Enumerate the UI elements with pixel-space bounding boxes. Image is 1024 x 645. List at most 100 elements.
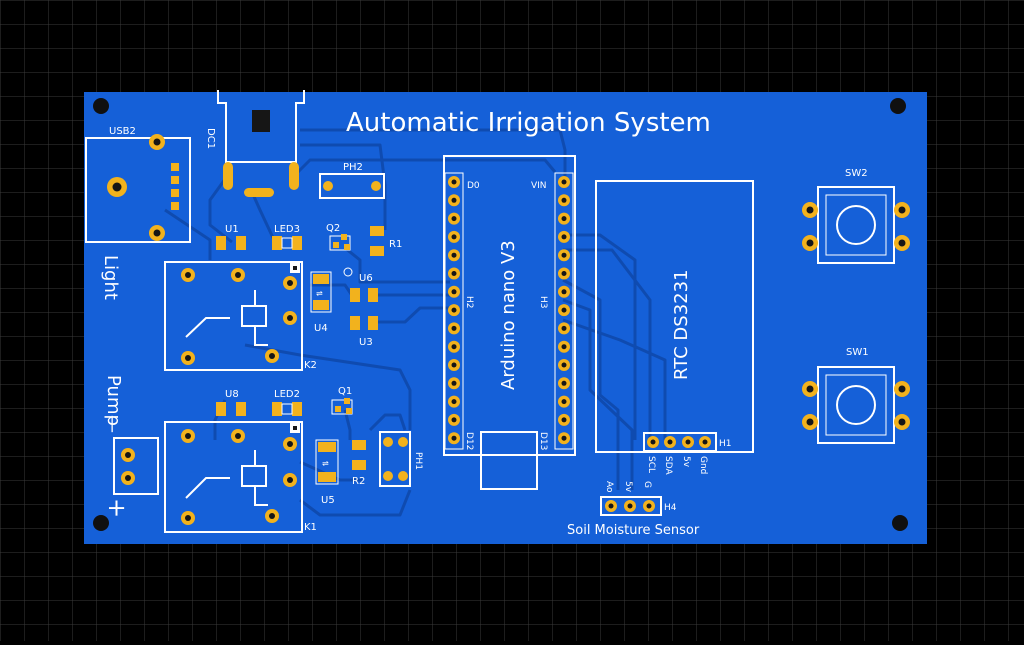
mounting-hole-top-left	[93, 98, 109, 114]
h3-label: H3	[538, 296, 548, 309]
arduino-right-pin-hole	[561, 307, 567, 313]
arduino-right-pin-hole	[561, 234, 567, 240]
q2-transistor: Q2	[326, 223, 351, 251]
led2-label: LED2	[274, 389, 300, 400]
arduino-left-pin-hole	[451, 307, 457, 313]
pump-terminal-block	[113, 437, 159, 495]
arduino-left-pin-hole	[451, 216, 457, 222]
arduino-left-pin-hole	[451, 417, 457, 423]
k1-relay: K1	[164, 421, 317, 533]
copper-traces	[164, 128, 667, 517]
board-title: Automatic Irrigation System	[346, 108, 711, 138]
u1-resistor: U1	[216, 224, 246, 250]
arduino-left-pin-hole	[451, 289, 457, 295]
rtc-label: RTC DS3231	[671, 269, 692, 380]
u6-label: U6	[359, 273, 373, 284]
mounting-hole-top-right	[890, 98, 906, 114]
arduino-left-pin-hole	[451, 325, 457, 331]
arduino-left-pin-hole	[451, 271, 457, 276]
u6-resistor: U6	[343, 267, 378, 302]
q1-label: Q1	[338, 386, 352, 397]
arduino-right-pin-hole	[561, 380, 567, 386]
arduino-nano: D0 VIN D12 D13 H2 H3 Arduino nano V3	[443, 155, 576, 490]
pump-label: Pump	[103, 375, 124, 426]
arduino-d0-label: D0	[467, 181, 480, 191]
soil-sensor-label: Soil Moisture Sensor	[567, 523, 700, 538]
r2-resistor: R2	[352, 440, 366, 487]
u8-resistor: U8	[216, 389, 246, 416]
r1-label: R1	[389, 239, 402, 250]
u3-resistor: U3	[350, 316, 378, 348]
light-label: Light	[100, 255, 121, 300]
dc1-label: DC1	[205, 128, 216, 149]
r1-resistor: R1	[370, 226, 402, 256]
q2-label: Q2	[326, 223, 340, 234]
ph2-label: PH2	[343, 162, 363, 173]
arduino-left-pin-row	[448, 176, 460, 445]
h4-pin-g: G	[642, 481, 652, 488]
arduino-right-pin-hole	[561, 216, 567, 222]
led3-label: LED3	[274, 224, 300, 235]
arduino-right-pin-hole	[561, 197, 567, 203]
arduino-right-pin-hole	[561, 179, 567, 185]
u4-label: U4	[314, 323, 328, 334]
arduino-right-pin-hole	[561, 289, 567, 295]
led2: LED2	[272, 389, 302, 416]
arduino-left-pin-hole	[451, 362, 457, 368]
arduino-left-pin-hole	[451, 234, 457, 240]
arduino-left-pin-hole	[451, 380, 457, 386]
h1-pin-5v: 5v	[681, 456, 691, 468]
u1-label: U1	[225, 224, 239, 235]
r2-label: R2	[352, 476, 365, 487]
arduino-right-pin-hole	[561, 435, 567, 441]
sw1-button: SW1	[802, 347, 910, 444]
arduino-left-pin-hole	[451, 179, 457, 185]
pump-minus-label: —	[102, 415, 123, 433]
dc1-jack: DC1	[205, 90, 305, 197]
arduino-right-pin-hole	[561, 271, 567, 276]
usb2-connector: USB2	[85, 126, 191, 243]
sw2-label: SW2	[845, 168, 868, 179]
arduino-right-pin-hole	[561, 325, 567, 331]
arduino-right-pin-hole	[561, 344, 567, 350]
arduino-right-pin-hole	[561, 417, 567, 423]
mounting-hole-bottom-left	[93, 515, 109, 531]
svg-text:⇌: ⇌	[322, 459, 329, 468]
arduino-left-pin-hole	[451, 344, 457, 350]
u3-label: U3	[359, 337, 373, 348]
h2-label: H2	[464, 296, 474, 309]
usb2-label: USB2	[109, 126, 136, 137]
ph1-optocoupler: PH1	[379, 431, 423, 487]
arduino-label: Arduino nano V3	[498, 240, 519, 390]
u5-label: U5	[321, 495, 335, 506]
h1-pin-scl: SCL	[646, 456, 656, 473]
ph2-optocoupler: PH2	[319, 162, 385, 199]
h4-pin-ao: Ao	[604, 481, 614, 493]
mounting-hole-bottom-right	[892, 515, 908, 531]
h1-label: H1	[719, 439, 732, 449]
u8-label: U8	[225, 389, 239, 400]
arduino-d13-label: D13	[538, 432, 548, 450]
arduino-left-pin-hole	[451, 197, 457, 203]
h4-pin-5v: 5v	[623, 481, 633, 493]
k1-label: K1	[304, 522, 317, 533]
ph1-label: PH1	[413, 452, 423, 470]
arduino-right-pin-hole	[561, 399, 567, 405]
arduino-left-pin-hole	[451, 399, 457, 405]
sw1-label: SW1	[846, 347, 869, 358]
svg-text:⇌: ⇌	[316, 289, 323, 298]
sw2-button: SW2	[802, 168, 910, 264]
k2-label: K2	[304, 360, 317, 371]
arduino-left-pin-hole	[451, 435, 457, 441]
k2-relay: K2	[164, 261, 317, 371]
h1-pin-gnd: Gnd	[698, 456, 708, 474]
led3: LED3	[272, 224, 302, 250]
mounting-holes	[93, 98, 908, 531]
arduino-left-pin-hole	[451, 252, 457, 258]
h1-pin-sda: SDA	[663, 456, 673, 475]
q1-transistor: Q1	[331, 386, 353, 415]
u4-diode: ⇌ U4	[310, 271, 332, 334]
arduino-right-pin-hole	[561, 252, 567, 258]
